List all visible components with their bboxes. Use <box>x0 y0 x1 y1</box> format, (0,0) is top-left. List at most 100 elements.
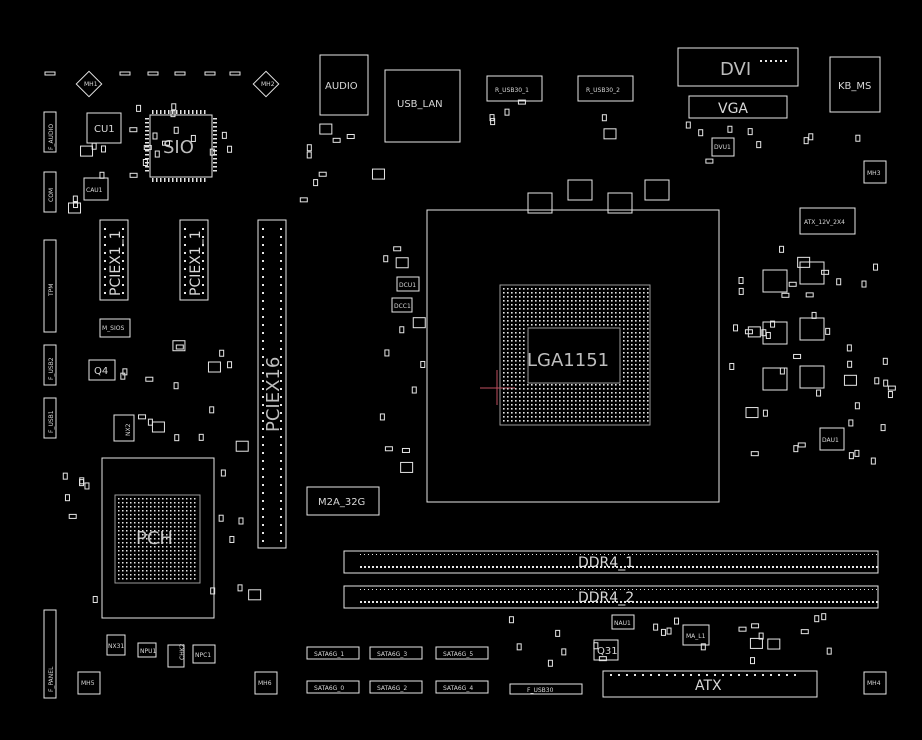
dcc1-chip: DCC1 <box>391 297 413 313</box>
svg-text:DVI: DVI <box>720 59 751 80</box>
svg-text:DCU1: DCU1 <box>399 282 416 289</box>
svg-text:SATA6G_5: SATA6G_5 <box>443 651 473 658</box>
svg-text:CU1: CU1 <box>94 124 115 135</box>
svg-text:SATA6G_4: SATA6G_4 <box>443 685 473 692</box>
svg-text:SATA6G_0: SATA6G_0 <box>314 685 344 692</box>
svg-text:F_PANEL: F_PANEL <box>48 666 55 692</box>
svg-text:MH3: MH3 <box>867 170 881 177</box>
com-header: COM <box>43 171 57 213</box>
svg-text:ATX_12V_2X4: ATX_12V_2X4 <box>804 219 845 226</box>
tpm-header: TPM <box>43 239 57 333</box>
svg-text:PCIEX1_1: PCIEX1_1 <box>108 230 124 296</box>
nx31-part: NX31 <box>106 634 126 656</box>
vga-connector: VGA <box>688 95 788 119</box>
cu1-chip: CU1 <box>86 112 122 144</box>
svg-text:M2A_32G: M2A_32G <box>318 497 365 508</box>
sata6g-0-port: SATA6G_0 <box>306 680 360 694</box>
mounting-hole-mh5: MH5 <box>77 671 101 695</box>
atx-power-connector: ATX <box>602 670 818 698</box>
svg-text:PCIEX1_1: PCIEX1_1 <box>188 230 204 296</box>
svg-text:F_AUDIO: F_AUDIO <box>48 124 55 150</box>
svg-text:NPU1: NPU1 <box>140 648 156 655</box>
svg-text:SATA6G_3: SATA6G_3 <box>377 651 407 658</box>
atx-12v-connector: ATX_12V_2X4 <box>799 207 856 235</box>
mounting-hole-mh2: MH2 <box>252 70 280 98</box>
svg-text:SATA6G_2: SATA6G_2 <box>377 685 407 692</box>
svg-text:LGA1151: LGA1151 <box>527 350 609 371</box>
m-sios-chip: M_SIOS <box>99 318 131 338</box>
mounting-hole-mh3: MH3 <box>863 160 887 184</box>
pciex16-slot: PCIEX16 <box>257 219 287 549</box>
svg-text:F_USB30: F_USB30 <box>527 687 554 694</box>
ma-l1-part: MA_L1 <box>682 624 710 646</box>
q4-part: Q4 <box>88 359 116 381</box>
sata6g-3-port: SATA6G_3 <box>369 646 423 660</box>
npu1-chip: NPU1 <box>137 642 157 658</box>
chk2-part: CHK2 <box>167 643 186 668</box>
svg-text:DCC1: DCC1 <box>394 303 411 310</box>
svg-text:NX31: NX31 <box>108 643 124 650</box>
cpu-socket: LGA1151 <box>426 209 720 503</box>
svg-text:PCIEX16: PCIEX16 <box>263 357 284 432</box>
svg-text:CHK2: CHK2 <box>179 643 186 660</box>
sata6g-4-port: SATA6G_4 <box>435 680 489 694</box>
svg-text:MH2: MH2 <box>261 81 275 88</box>
svg-text:F_USB2: F_USB2 <box>48 357 55 380</box>
svg-text:MH4: MH4 <box>867 680 881 687</box>
svg-text:NAU1: NAU1 <box>614 620 631 627</box>
svg-text:Q4: Q4 <box>94 366 108 377</box>
svg-text:ATX: ATX <box>695 678 722 694</box>
svg-text:TPM: TPM <box>48 284 55 297</box>
sio-chip: SIO <box>149 114 213 178</box>
svg-text:COM: COM <box>48 188 55 202</box>
usb30-connector-2: R_USB30_2 <box>577 75 634 102</box>
svg-text:M_SIOS: M_SIOS <box>102 325 124 332</box>
m2-slot: M2A_32G <box>306 486 380 516</box>
f-usb30-header: F_USB30 <box>509 683 583 695</box>
svg-text:CAU1: CAU1 <box>86 187 103 194</box>
component-pads <box>44 60 896 676</box>
usb30-connector-1: R_USB30_1 <box>486 75 543 102</box>
svg-text:MA_L1: MA_L1 <box>686 633 706 640</box>
svg-text:MH5: MH5 <box>81 680 95 687</box>
pciex1-slot-2: PCIEX1_1 <box>179 219 209 301</box>
svg-text:MH1: MH1 <box>84 81 98 88</box>
svg-text:F_USB1: F_USB1 <box>48 410 55 433</box>
dau1-chip: DAU1 <box>819 427 845 451</box>
svg-text:USB_LAN: USB_LAN <box>397 99 443 110</box>
svg-text:DDR4_1: DDR4_1 <box>578 555 634 571</box>
audio-connector: AUDIO <box>319 54 369 116</box>
svg-text:DAU1: DAU1 <box>822 437 839 444</box>
sata6g-2-port: SATA6G_2 <box>369 680 423 694</box>
mounting-hole-mh4: MH4 <box>863 671 887 695</box>
svg-text:R_USB30_1: R_USB30_1 <box>495 87 529 94</box>
npc1-part: NPC1 <box>192 644 216 664</box>
nau1-chip: NAU1 <box>611 614 635 630</box>
mounting-hole-mh6: MH6 <box>254 671 278 695</box>
svg-text:NX2: NX2 <box>125 423 132 436</box>
cau1-chip: CAU1 <box>83 177 109 201</box>
sata6g-5-port: SATA6G_5 <box>435 646 489 660</box>
svg-text:SIO: SIO <box>163 137 194 158</box>
svg-text:Q31: Q31 <box>597 646 618 657</box>
dcu1-chip: DCU1 <box>396 276 420 292</box>
svg-text:DVU1: DVU1 <box>714 144 731 151</box>
svg-text:KB_MS: KB_MS <box>838 81 871 92</box>
nx2-part: NX2 <box>113 414 135 442</box>
usb-lan-connector: USB_LAN <box>384 69 461 143</box>
pch-chip: PCH <box>101 457 215 619</box>
mounting-hole-mh1: MH1 <box>75 70 103 98</box>
svg-text:R_USB30_2: R_USB30_2 <box>586 87 620 94</box>
f-usb1-header: F_USB1 <box>43 397 57 439</box>
svg-text:SATA6G_1: SATA6G_1 <box>314 651 344 658</box>
svg-text:DDR4_2: DDR4_2 <box>578 590 634 606</box>
dvu1-chip: DVU1 <box>711 137 735 157</box>
f-usb2-header: F_USB2 <box>43 344 57 386</box>
svg-text:AUDIO: AUDIO <box>325 81 358 92</box>
f-audio-header: F_AUDIO <box>43 111 57 153</box>
svg-text:NPC1: NPC1 <box>195 652 211 659</box>
f-panel-header: F_PANEL <box>43 609 57 699</box>
svg-text:MH6: MH6 <box>258 680 272 687</box>
pciex1-slot-1: PCIEX1_1 <box>99 219 129 301</box>
